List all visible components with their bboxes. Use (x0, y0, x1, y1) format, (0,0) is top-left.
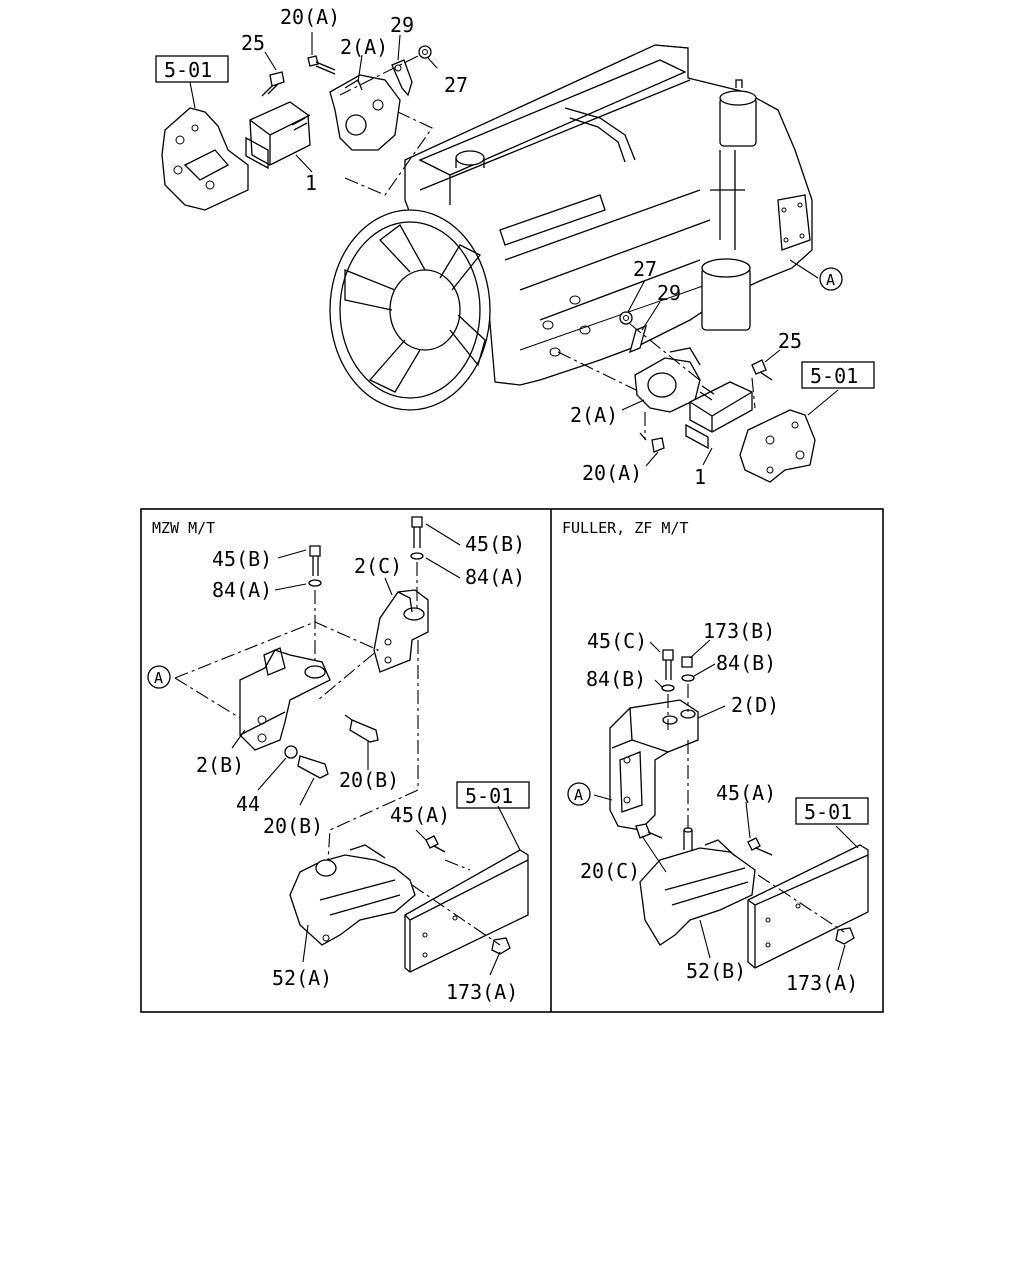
panel-title-fuller: FULLER, ZF M/T (562, 519, 688, 537)
marker-a-fuller: A (567, 782, 591, 806)
label-45c: 45(C) (587, 629, 647, 653)
marker-letter: A (154, 669, 163, 687)
label-27: 27 (633, 257, 657, 281)
label-84b: 84(B) (586, 667, 646, 691)
label-84a: 84(A) (212, 578, 272, 602)
label-20b: 20(B) (339, 768, 399, 792)
mzw-parts (174, 516, 529, 973)
marker-letter: A (826, 271, 835, 289)
label-20b: 20(B) (263, 814, 323, 838)
label-2d: 2(D) (731, 693, 779, 717)
marker-a-top: A (819, 267, 843, 291)
marker-a-mzw: A (147, 665, 171, 689)
label-1: 1 (305, 171, 317, 195)
top-leaders (189, 32, 839, 467)
ref-label: 5-01 (804, 800, 852, 824)
label-1: 1 (694, 465, 706, 489)
marker-letter: A (574, 786, 583, 804)
label-52b: 52(B) (686, 959, 746, 983)
mzw-leaders (231, 523, 521, 976)
label-25: 25 (778, 329, 802, 353)
engine-illustration (329, 44, 813, 411)
label-84b: 84(B) (716, 651, 776, 675)
panel-title-mzw: MZW M/T (152, 519, 215, 537)
ref-box-mzw: 5-01 (456, 781, 530, 809)
label-44: 44 (236, 792, 260, 816)
ref-label: 5-01 (465, 784, 513, 808)
top-left-mount-group (161, 44, 689, 211)
label-27: 27 (444, 73, 468, 97)
label-2a: 2(A) (570, 403, 618, 427)
fuller-leaders (593, 639, 859, 971)
label-52a: 52(A) (272, 966, 332, 990)
ref-box-top-right: 5-01 (801, 361, 875, 389)
label-173b: 173(B) (703, 619, 775, 643)
label-45b: 45(B) (212, 547, 272, 571)
label-45a: 45(A) (716, 781, 776, 805)
top-right-mount-group (557, 311, 816, 483)
panel-frames (140, 508, 884, 1013)
fuller-parts (609, 649, 869, 969)
ref-label: 5-01 (164, 58, 212, 82)
label-173a: 173(A) (786, 971, 858, 995)
label-84a: 84(A) (465, 565, 525, 589)
label-2c: 2(C) (354, 554, 402, 578)
label-29: 29 (657, 281, 681, 305)
fuller-labels: 45(C) 173(B) 84(B) 84(B) 2(D) 45(A) 20(C… (580, 619, 858, 995)
top-labels: 20(A) 25 2(A) 29 27 1 27 29 25 2(A) 20(A… (241, 5, 802, 489)
label-45b: 45(B) (465, 532, 525, 556)
ref-label: 5-01 (810, 364, 858, 388)
label-25: 25 (241, 31, 265, 55)
label-2a: 2(A) (340, 35, 388, 59)
ref-box-top-left: 5-01 (155, 55, 229, 83)
label-45a: 45(A) (390, 803, 450, 827)
label-20a: 20(A) (582, 461, 642, 485)
label-20a: 20(A) (280, 5, 340, 29)
label-173a: 173(A) (446, 980, 518, 1004)
label-2b: 2(B) (196, 753, 244, 777)
label-20c: 20(C) (580, 859, 640, 883)
label-29: 29 (390, 13, 414, 37)
ref-box-fuller: 5-01 (795, 797, 869, 825)
mzw-labels: 45(B) 84(A) 45(B) 84(A) 2(C) 2(B) 44 20(… (196, 532, 525, 1004)
